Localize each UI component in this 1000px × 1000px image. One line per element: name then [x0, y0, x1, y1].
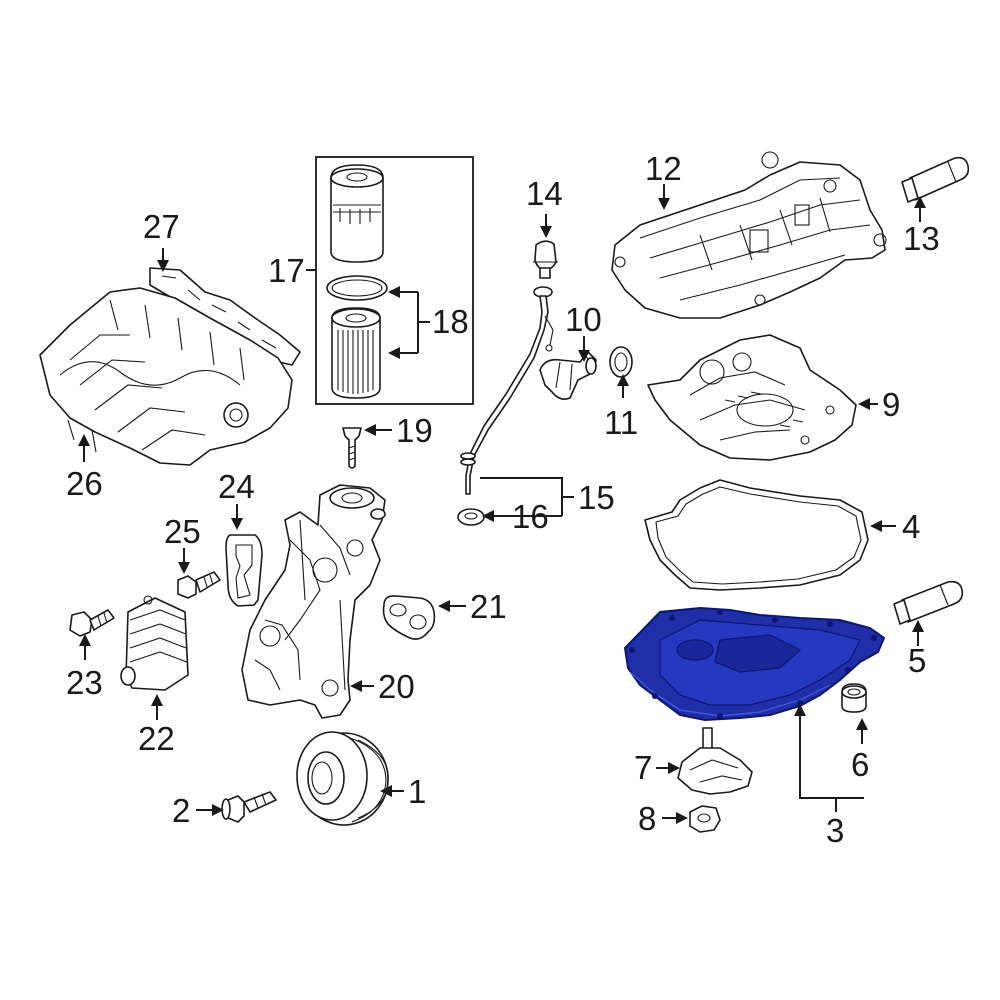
- callout-25[interactable]: 25: [164, 513, 201, 550]
- callout-20[interactable]: 20: [378, 668, 415, 705]
- part-25-bolt[interactable]: [177, 571, 221, 599]
- part-15-dipstick-tube[interactable]: [460, 286, 554, 495]
- part-1-pulley[interactable]: [296, 731, 389, 826]
- part-24-gasket[interactable]: [225, 534, 263, 607]
- part-7-oil-level-sensor[interactable]: [677, 727, 753, 795]
- part-13-sealant-tube[interactable]: [901, 156, 970, 203]
- part-6-drain-plug[interactable]: [841, 683, 867, 713]
- callout-16[interactable]: 16: [512, 498, 549, 535]
- callout-numbers: 1 2 3 4 5 6 7 8 9 10 11 12 13 14 15 16 1…: [66, 150, 940, 849]
- callout-27[interactable]: 27: [143, 208, 180, 245]
- callout-23[interactable]: 23: [66, 664, 103, 701]
- callout-24[interactable]: 24: [218, 468, 255, 505]
- callout-22[interactable]: 22: [138, 720, 175, 757]
- callout-17[interactable]: 17: [268, 252, 305, 289]
- callout-2[interactable]: 2: [172, 792, 190, 829]
- callout-18[interactable]: 18: [432, 303, 469, 340]
- callout-12[interactable]: 12: [645, 150, 682, 187]
- callout-4[interactable]: 4: [902, 508, 920, 545]
- part-2-bolt[interactable]: [221, 791, 277, 823]
- callout-1[interactable]: 1: [408, 773, 426, 810]
- callout-26[interactable]: 26: [66, 465, 103, 502]
- part-17-oil-filter-cap[interactable]: [330, 164, 384, 263]
- part-26-intake-manifold[interactable]: [39, 287, 293, 466]
- callout-19[interactable]: 19: [396, 412, 433, 449]
- part-19-plug[interactable]: [342, 427, 362, 469]
- part-10-sensor[interactable]: [539, 351, 597, 400]
- part-18-o-ring[interactable]: [326, 275, 388, 301]
- callout-14[interactable]: 14: [526, 175, 563, 212]
- callout-3[interactable]: 3: [826, 812, 844, 849]
- callout-5[interactable]: 5: [908, 642, 926, 679]
- part-4-gasket[interactable]: [644, 479, 869, 591]
- part-14-dipstick-handle[interactable]: [533, 240, 558, 279]
- callout-7[interactable]: 7: [634, 749, 652, 786]
- callout-8[interactable]: 8: [638, 800, 656, 837]
- part-21-gasket[interactable]: [382, 595, 436, 640]
- callout-21[interactable]: 21: [470, 588, 507, 625]
- part-9-baffle[interactable]: [647, 334, 857, 461]
- callout-15[interactable]: 15: [578, 479, 615, 516]
- part-23-bolt[interactable]: [69, 609, 115, 637]
- part-20-oil-filter-housing[interactable]: [241, 484, 386, 719]
- part-16-seal-ring[interactable]: [457, 508, 485, 526]
- part-17-oil-filter-element[interactable]: [331, 307, 381, 399]
- part-22-oil-cooler[interactable]: [120, 595, 189, 691]
- part-8-nut[interactable]: [689, 805, 721, 833]
- part-11-o-ring[interactable]: [609, 346, 633, 378]
- leader-lines: [78, 184, 926, 824]
- callout-9[interactable]: 9: [882, 386, 900, 423]
- part-17-oil-filter-kit-box: [315, 156, 474, 405]
- part-3-oil-pan[interactable]: [623, 606, 886, 722]
- part-12-upper-oil-pan[interactable]: [611, 151, 887, 319]
- callout-10[interactable]: 10: [565, 301, 602, 338]
- part-5-sealant-tube[interactable]: [893, 580, 964, 625]
- callout-11[interactable]: 11: [604, 404, 638, 441]
- callout-13[interactable]: 13: [903, 220, 940, 257]
- callout-6[interactable]: 6: [851, 746, 869, 783]
